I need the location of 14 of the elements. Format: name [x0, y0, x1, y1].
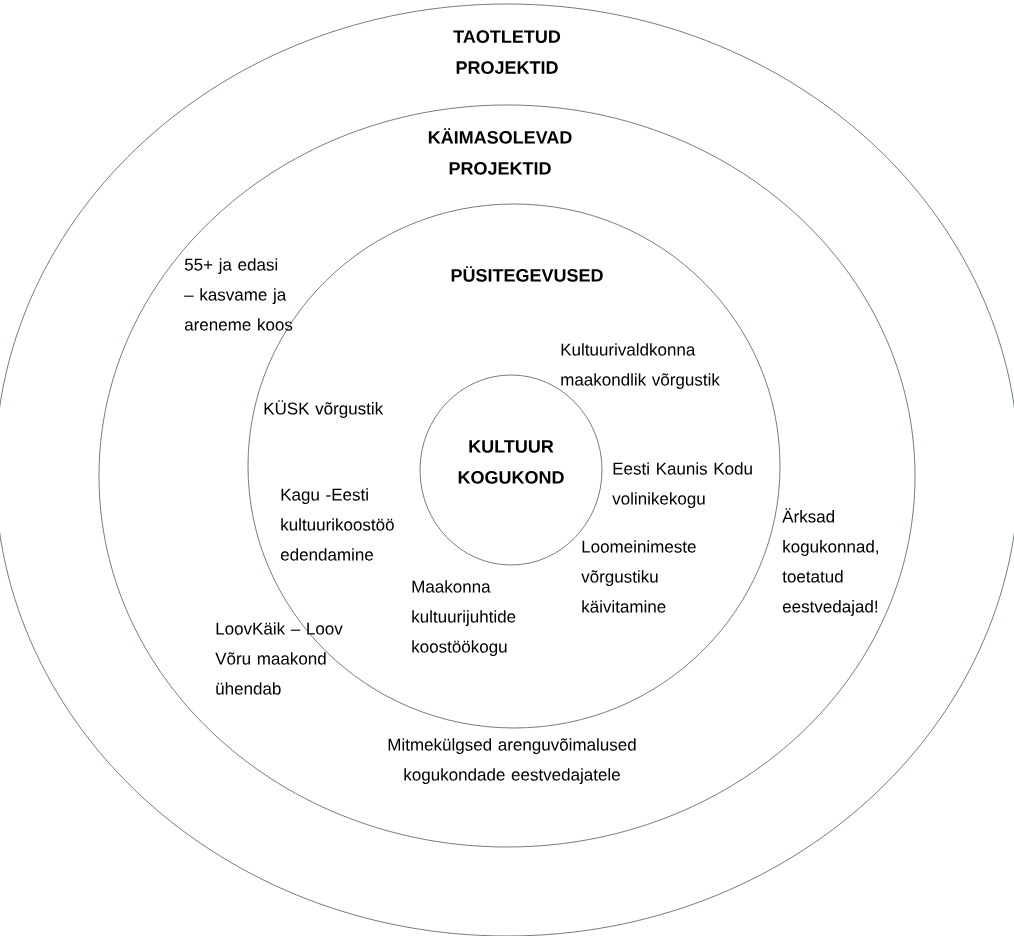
activity-text: Kagu -Eesti kultuurikoostöö edendamine: [280, 488, 394, 561]
activity-text: Eesti Kaunis Kodu volinikekogu: [612, 462, 752, 509]
ring-heading: KÄIMASOLEVAD PROJEKTID: [428, 128, 572, 175]
ring-heading: KULTUUR KOGUKOND: [458, 440, 564, 484]
activity-text: Mitmekülgsed arenguvõimalused kogukondade eestvedajatele: [388, 738, 636, 785]
activity-text: Ärksad kogukonnad, toetatud eestvedajad!: [782, 508, 878, 616]
ring-heading: TAOTLETUD PROJEKTID: [453, 30, 561, 74]
activity-text: Maakonna kultuurijuhtide koostöökogu: [412, 580, 516, 657]
ring-heading: PÜSITEGEVUSED: [451, 266, 603, 282]
activity-text: KÜSK võrgustik: [264, 400, 384, 418]
activity-text: Kultuurivaldkonna maakondlik võrgustik: [561, 343, 720, 390]
activity-text: Loomeinimeste võrgustiku käivitamine: [581, 540, 696, 613]
activity-text: LoovKäik – Loov Võru maakond ühendab: [215, 622, 343, 695]
activity-text: 55+ ja edasi – kasvame ja areneme koos: [184, 258, 293, 331]
